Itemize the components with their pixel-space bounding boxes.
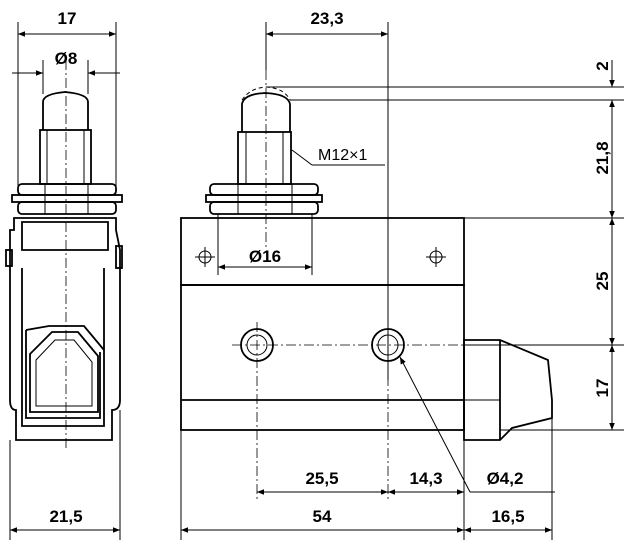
dim-plunger-travel: 2 (593, 61, 612, 70)
front-upper-body (180, 217, 465, 286)
front-nuts (205, 183, 323, 215)
dim-thread: M12×1 (318, 147, 367, 164)
dim-side-width-top: 17 (58, 9, 77, 28)
side-view (5, 60, 123, 450)
side-actuator-bracket (29, 331, 99, 413)
side-nuts (11, 183, 123, 215)
side-housing (9, 217, 121, 441)
front-view (180, 70, 560, 500)
front-mounting-hole-left (195, 247, 215, 267)
side-plunger-dome (42, 91, 89, 130)
dim-plunger-offset: 23,3 (310, 9, 343, 28)
dim-plunger-diameter: Ø8 (55, 49, 78, 68)
front-lower-body (180, 284, 465, 431)
dim-body-length: 54 (313, 507, 332, 526)
dim-lower-body-height: 17 (593, 379, 612, 398)
front-dimensions (180, 22, 624, 540)
dim-upper-body-height: 25 (593, 272, 612, 291)
dim-plunger-height: 21,8 (593, 141, 612, 174)
side-housing-inner (21, 221, 109, 251)
side-plunger-shaft (39, 129, 92, 185)
dim-terminal-length: 16,5 (491, 507, 524, 526)
dim-side-width-bottom: 21,5 (49, 507, 82, 526)
dim-hole-offset: 14,3 (409, 469, 442, 488)
dim-hole-spacing: 25,5 (305, 469, 338, 488)
side-dimensions (9, 22, 121, 540)
front-plunger-dome (241, 92, 291, 132)
front-mounting-hole-right (426, 247, 446, 267)
front-terminal (463, 339, 553, 441)
dim-nut-diameter: Ø16 (249, 247, 281, 266)
dim-hole-diameter: Ø4,2 (487, 469, 524, 488)
